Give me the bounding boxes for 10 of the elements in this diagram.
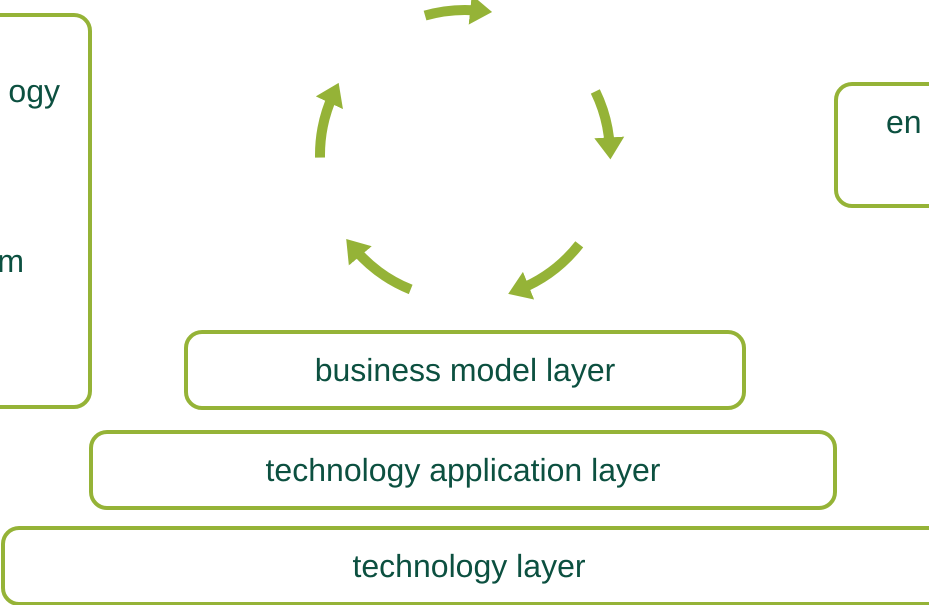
layer-label: business model layer	[314, 354, 616, 386]
layer-label: en	[886, 106, 922, 138]
layer-label: technology application layer	[264, 454, 662, 486]
layer-box	[1, 526, 929, 605]
side-panel	[0, 13, 92, 409]
layer-label: ogy	[8, 75, 60, 107]
side-panel	[834, 82, 929, 208]
layer-box	[89, 430, 837, 510]
layer-box	[184, 330, 746, 410]
layer-label: technology layer	[351, 550, 587, 582]
